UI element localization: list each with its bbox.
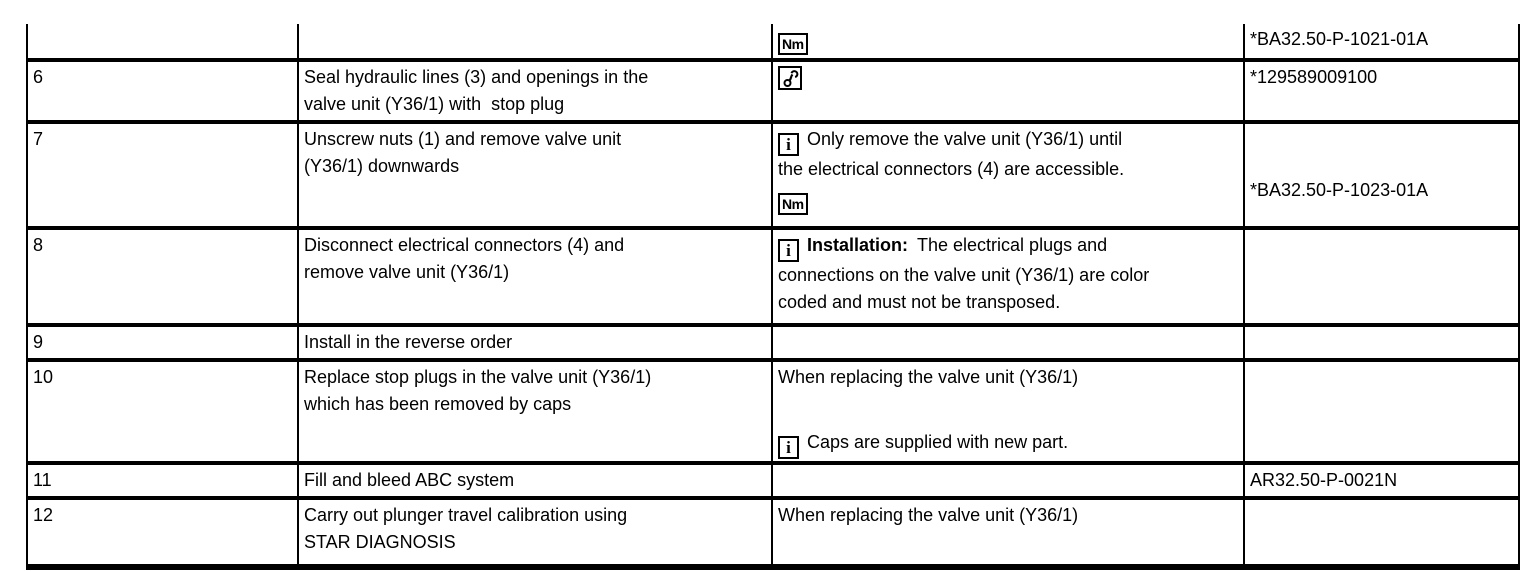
table-row: 8 Disconnect electrical connectors (4) a… (26, 226, 1520, 327)
step-cell: 7 (26, 120, 299, 230)
note-text: The electrical plugs and connections on … (778, 235, 1150, 312)
description-cell: Seal hydraulic lines (3) and openings in… (297, 58, 773, 124)
step-cell: 9 (26, 323, 299, 362)
step-cell: 8 (26, 226, 299, 327)
reference-cell (1243, 496, 1520, 569)
step-description: Install in the reverse order (304, 332, 513, 352)
notes-cell (771, 58, 1245, 124)
reference-cell (1243, 358, 1520, 465)
description-cell: Replace stop plugs in the valve unit (Y3… (297, 358, 773, 465)
table-row: Nm *BA32.50-P-1021-01A (26, 24, 1520, 62)
info-icon: i (778, 133, 799, 156)
notes-cell: Nm (771, 24, 1245, 62)
description-cell: Carry out plunger travel calibration usi… (297, 496, 773, 569)
reference-cell: *BA32.50-P-1023-01A (1243, 120, 1520, 230)
description-cell: Disconnect electrical connectors (4) and… (297, 226, 773, 327)
description-cell: Unscrew nuts (1) and remove valve unit (… (297, 120, 773, 230)
note-line: i Installation:The electrical plugs and c… (778, 232, 1238, 316)
reference-code: *BA32.50-P-1023-01A (1250, 180, 1429, 200)
step-cell: 6 (26, 58, 299, 124)
table-row: 10 Replace stop plugs in the valve unit … (26, 358, 1520, 465)
notes-cell (771, 323, 1245, 362)
step-description: Unscrew nuts (1) and remove valve unit (… (304, 129, 622, 176)
note-bold-label: Installation: (807, 235, 909, 255)
reference-code: *BA32.50-P-1021-01A (1250, 29, 1429, 49)
reference-cell: AR32.50-P-0021N (1243, 461, 1520, 500)
note-text: Only remove the valve unit (Y36/1) until… (778, 129, 1125, 179)
step-description: Seal hydraulic lines (3) and openings in… (304, 67, 649, 114)
note-text: When replacing the valve unit (Y36/1) (778, 367, 1079, 387)
step-number: 7 (33, 129, 44, 149)
note-line: When replacing the valve unit (Y36/1) (778, 364, 1238, 391)
reference-code: *129589009100 (1250, 67, 1378, 87)
step-cell: 10 (26, 358, 299, 465)
torque-icon: Nm (778, 33, 808, 55)
special-tool-icon (778, 66, 802, 90)
table-row: 6 Seal hydraulic lines (3) and openings … (26, 58, 1520, 124)
wrench-glyph (783, 70, 798, 87)
table-row: 12 Carry out plunger travel calibration … (26, 496, 1520, 569)
step-number: 6 (33, 67, 44, 87)
note-text: When replacing the valve unit (Y36/1) (778, 505, 1079, 525)
description-cell: Install in the reverse order (297, 323, 773, 362)
step-number: 11 (33, 470, 52, 490)
note-line: i Caps are supplied with new part. (778, 429, 1238, 459)
step-description: Replace stop plugs in the valve unit (Y3… (304, 367, 652, 414)
table-row: 7 Unscrew nuts (1) and remove valve unit… (26, 120, 1520, 230)
notes-cell: i Installation:The electrical plugs and c… (771, 226, 1245, 327)
step-description: Fill and bleed ABC system (304, 470, 515, 490)
repair-steps-table: Nm *BA32.50-P-1021-01A 6 Seal hydraulic … (26, 24, 1520, 570)
table-row: 9 Install in the reverse order (26, 323, 1520, 362)
table-row: 11 Fill and bleed ABC system AR32.50-P-0… (26, 461, 1520, 500)
note-text: Caps are supplied with new part. (807, 432, 1069, 452)
reference-cell: *BA32.50-P-1021-01A (1243, 24, 1520, 62)
step-number: 10 (33, 367, 54, 387)
step-description: Disconnect electrical connectors (4) and… (304, 235, 625, 282)
step-number: 12 (33, 505, 54, 525)
notes-cell: When replacing the valve unit (Y36/1) (771, 496, 1245, 569)
info-icon: i (778, 436, 799, 459)
step-cell (26, 24, 299, 62)
torque-icon: Nm (778, 193, 808, 215)
note-line: Nm (778, 186, 1238, 215)
info-icon: i (778, 239, 799, 262)
step-number: 8 (33, 235, 44, 255)
reference-code: AR32.50-P-0021N (1250, 470, 1398, 490)
step-number: 9 (33, 332, 44, 352)
step-cell: 12 (26, 496, 299, 569)
reference-cell: *129589009100 (1243, 58, 1520, 124)
reference-cell (1243, 323, 1520, 362)
description-cell (297, 24, 773, 62)
step-cell: 11 (26, 461, 299, 500)
reference-cell (1243, 226, 1520, 327)
notes-cell (771, 461, 1245, 500)
description-cell: Fill and bleed ABC system (297, 461, 773, 500)
step-description: Carry out plunger travel calibration usi… (304, 505, 628, 552)
